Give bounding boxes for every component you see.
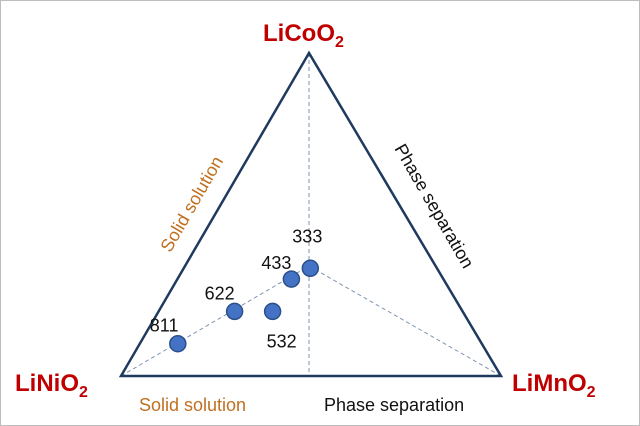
point-label-811: 811 <box>150 316 179 336</box>
point-label-433: 433 <box>261 253 291 273</box>
vertex-label-licoo2: LiCoO2 <box>263 20 344 51</box>
vertex-left-formula: LiNiO <box>15 370 79 397</box>
vertex-label-linio2: LiNiO2 <box>15 370 88 401</box>
vertex-right-formula: LiMnO <box>512 370 587 397</box>
point-label-532: 532 <box>267 331 297 351</box>
point-333 <box>301 259 320 278</box>
edge-label-bottom-left: Solid solution <box>139 395 246 415</box>
vertex-top-subscript: 2 <box>335 34 344 51</box>
point-532 <box>263 302 282 321</box>
point-433 <box>282 270 301 288</box>
vertex-top-formula: LiCoO <box>263 20 335 47</box>
point-label-622: 622 <box>205 283 235 303</box>
point-622 <box>225 302 244 321</box>
point-label-333: 333 <box>292 226 322 246</box>
ternary-triangle <box>118 50 504 378</box>
vertex-left-subscript: 2 <box>79 384 88 401</box>
guide-line-mn <box>308 265 502 377</box>
edge-label-bottom-right: Phase separation <box>324 395 464 415</box>
point-811 <box>169 334 187 353</box>
edge-label-left: Solid solution <box>156 153 227 256</box>
vertex-label-limno2: LiMnO2 <box>512 370 596 401</box>
vertex-right-subscript: 2 <box>587 384 596 401</box>
guide-lines <box>120 53 502 377</box>
edge-label-right: Phase separation <box>391 140 478 271</box>
guide-line-ni-co <box>120 265 310 377</box>
